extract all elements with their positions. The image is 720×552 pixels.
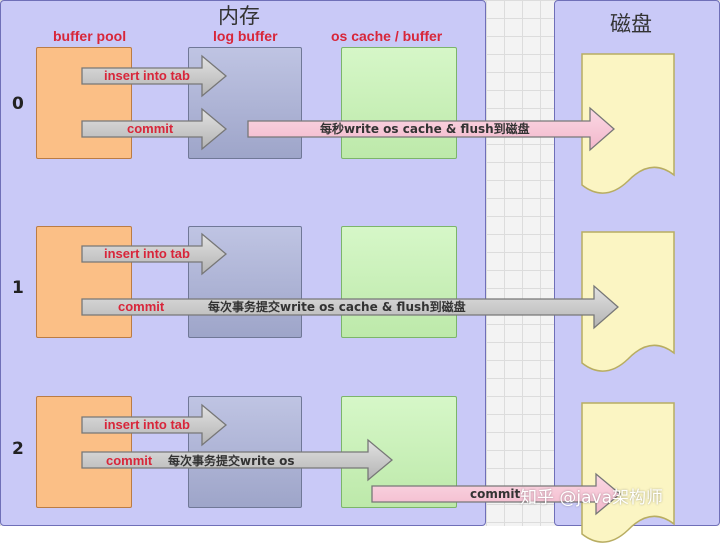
- insert-label: insert into tab: [104, 417, 190, 432]
- flush-commit-label: commit: [470, 487, 521, 501]
- arrow-insert-1: [81, 232, 228, 276]
- commit-label: commit: [106, 453, 153, 468]
- disk-file-icon: [581, 231, 675, 372]
- commit-label: commit: [118, 299, 165, 314]
- flush-label: 每秒write os cache & flush到磁盘: [320, 122, 530, 136]
- insert-label: insert into tab: [104, 246, 190, 261]
- buffer-pool-header: buffer pool: [53, 28, 127, 44]
- disk-title: 磁盘: [610, 12, 652, 36]
- os-cache-box: [341, 226, 457, 338]
- arrow-commit-1: [81, 284, 619, 330]
- row-label-1: 1: [12, 278, 24, 298]
- arrows-layer: [81, 54, 622, 516]
- flush-label: 每次事务提交write os cache & flush到磁盘: [208, 300, 466, 314]
- arrow-commit-0: [81, 107, 228, 151]
- insert-label: insert into tab: [104, 68, 190, 83]
- os-cache-header: os cache / buffer: [331, 28, 443, 44]
- disk-file-icon: [581, 53, 675, 194]
- buffer-pool-box: [36, 226, 132, 338]
- arrow-commit-2: [81, 438, 394, 482]
- arrow-insert-0: [81, 54, 228, 98]
- row-label-0: 0: [12, 94, 24, 114]
- log-buffer-header: log buffer: [213, 28, 278, 44]
- watermark: 知乎 @java架构师: [520, 488, 664, 508]
- arrow-insert-2: [81, 403, 228, 447]
- buffer-pool-box: [36, 47, 132, 159]
- row-label-2: 2: [12, 439, 24, 459]
- commit-label: commit: [127, 121, 174, 136]
- memory-title: 内存: [218, 4, 260, 28]
- arrow-flush-2: [371, 472, 622, 516]
- os-cache-box: [341, 47, 457, 159]
- write-os-label: 每次事务提交write os: [168, 454, 295, 468]
- arrow-flush-0: [247, 106, 615, 152]
